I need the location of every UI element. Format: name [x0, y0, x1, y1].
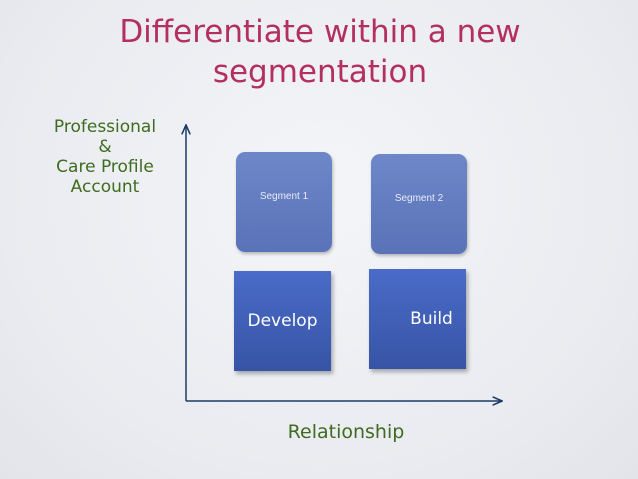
y-axis-label: Professional & Care Profile Account — [30, 117, 180, 197]
title-line-2: segmentation — [212, 54, 428, 90]
y-axis-label-line-1: Professional — [53, 117, 157, 137]
y-axis-label-line-4: Account — [70, 177, 140, 197]
y-axis-label-line-2: & — [98, 137, 112, 157]
build-box: Build — [369, 269, 466, 369]
develop-label: Develop — [247, 311, 318, 331]
y-axis-label-line-3: Care Profile — [56, 157, 154, 177]
segment-1-label: Segment 1 — [259, 190, 309, 202]
build-label: Build — [410, 309, 453, 329]
segment-1-box: Segment 1 — [236, 152, 332, 252]
slide-title: Differentiate within a new segmentation — [60, 12, 580, 92]
title-line-1: Differentiate within a new — [119, 14, 521, 50]
x-axis-label: Relationship — [287, 421, 405, 443]
segment-2-box: Segment 2 — [371, 154, 467, 254]
develop-box: Develop — [234, 271, 331, 371]
segment-2-label: Segment 2 — [394, 192, 444, 204]
